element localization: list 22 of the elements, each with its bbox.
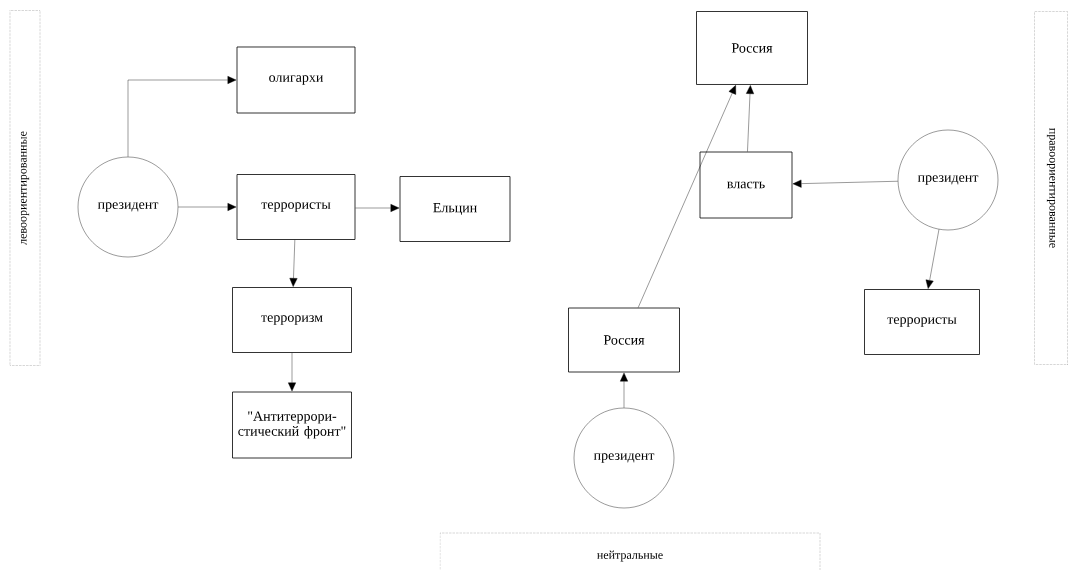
process-box: Россия: [568, 307, 680, 373]
arrow: [620, 372, 628, 408]
arrow: [637, 85, 736, 308]
process-box: Россия: [696, 11, 808, 85]
process-box: Ельцин: [399, 176, 511, 242]
arrow: [746, 85, 754, 152]
category-band: нейтральные: [439, 532, 821, 570]
arrow: [127, 76, 237, 157]
process-box: террористы: [864, 289, 980, 355]
process-box: "Антитеррори-стический фронт": [232, 391, 352, 459]
process-box: террористы: [236, 174, 356, 240]
process-box: олигархи: [236, 46, 356, 114]
arrow: [355, 204, 400, 212]
process-box: власть: [699, 151, 793, 219]
arrow: [288, 352, 296, 392]
process-box: терроризм: [232, 287, 352, 353]
arrow: [925, 229, 940, 289]
arrow: [178, 203, 237, 211]
arrow: [289, 239, 298, 287]
category-band: правоориентированные: [1034, 11, 1068, 365]
category-band: левоориентированные: [9, 10, 41, 366]
arrow: [792, 179, 899, 188]
